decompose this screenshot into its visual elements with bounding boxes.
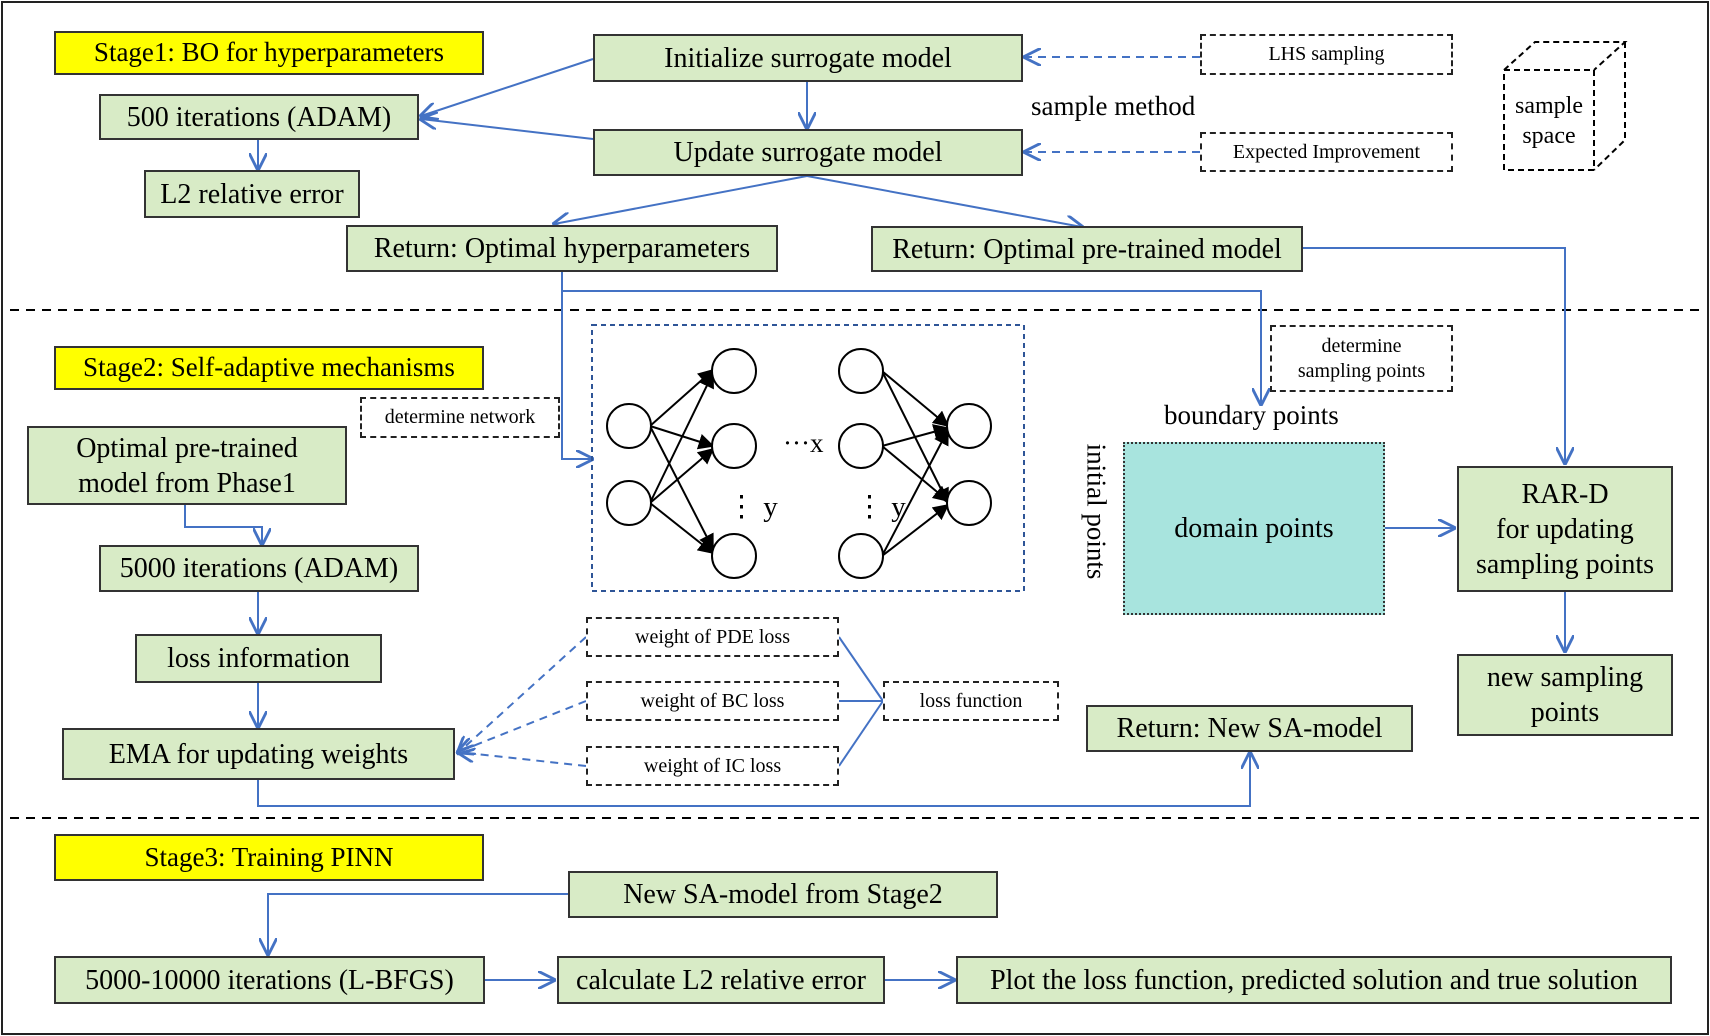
nn-ellipsis-y-label-1: ⋮ y	[727, 491, 778, 523]
update-to-hyper-arrow	[554, 175, 808, 224]
hyper-to-network-arrow	[561, 272, 592, 459]
adam-5000-box: 5000 iterations (ADAM)	[99, 545, 419, 592]
update-surrogate-box: Update surrogate model	[593, 129, 1023, 176]
determine-sampling-box: determine sampling points	[1270, 325, 1453, 392]
nn-neuron	[946, 480, 992, 526]
nn-edge	[649, 425, 714, 551]
stage2-title: Stage2: Self-adaptive mechanisms	[54, 346, 484, 390]
nn-edge	[881, 424, 950, 447]
pretrained-model-box: Optimal pre-trained model from Phase1	[27, 426, 347, 505]
sample-space-label: sample space	[1515, 93, 1583, 149]
calc-l2-box: calculate L2 relative error	[557, 956, 885, 1004]
nn-ellipsis-y-label-2: ⋮ y	[855, 491, 906, 523]
pretrained-to-adam-arrow	[184, 505, 262, 544]
stage1-connectors	[258, 57, 1565, 463]
return-hyperparameters-box: Return: Optimal hyperparameters	[346, 225, 778, 272]
stage3-connectors	[268, 893, 954, 980]
nn-edge	[649, 371, 714, 504]
nn-edge	[649, 368, 715, 427]
nn-neuron	[606, 403, 652, 449]
nn-edge	[881, 370, 950, 428]
network-panel	[591, 324, 1025, 592]
nn-edge	[649, 447, 715, 504]
init-surrogate-box: Initialize surrogate model	[593, 34, 1023, 82]
neural-network-diagram	[606, 348, 992, 579]
expected-improvement-box: Expected Improvement	[1200, 132, 1453, 172]
nn-ellipsis-x-label: ···x	[783, 428, 824, 458]
return-pretrained-box: Return: Optimal pre-trained model	[871, 226, 1303, 272]
determine-network-box: determine network	[360, 397, 560, 438]
return-sa-model-box: Return: New SA-model	[1086, 705, 1413, 752]
nn-edge	[881, 428, 949, 557]
new-sampling-points-box: new sampling points	[1457, 654, 1673, 736]
pde-to-loss-line	[838, 636, 884, 702]
adam-500-box: 500 iterations (ADAM)	[99, 94, 419, 140]
loss-function-box: loss function	[883, 681, 1059, 721]
ic-weight-arrow	[458, 752, 587, 767]
stage1-title: Stage1: BO for hyperparameters	[54, 31, 484, 75]
nn-neuron	[838, 423, 884, 469]
pde-weight-arrow	[458, 636, 587, 753]
ic-to-loss-line	[838, 700, 884, 767]
nn-edge	[649, 502, 715, 554]
nn-neuron	[838, 533, 884, 579]
nn-neuron	[711, 423, 757, 469]
nn-edge	[881, 504, 950, 557]
ema-weights-box: EMA for updating weights	[62, 728, 455, 780]
stage2-connectors	[184, 505, 1565, 807]
l2-error-box: L2 relative error	[144, 170, 360, 218]
sample-method-label: sample method	[1031, 91, 1196, 121]
pde-weight-box: weight of PDE loss	[586, 617, 839, 657]
initial-points-label: initial points	[1081, 443, 1112, 580]
update-to-adam-arrow	[421, 119, 594, 140]
domain-points-box: domain points	[1123, 442, 1385, 615]
loss-information-box: loss information	[135, 634, 382, 683]
update-to-pretrained-arrow	[806, 175, 1082, 227]
nn-neuron	[711, 348, 757, 394]
nn-neuron	[711, 533, 757, 579]
nn-neuron	[606, 480, 652, 526]
rar-d-box: RAR-D for updating sampling points	[1457, 466, 1673, 592]
stage3-title: Stage3: Training PINN	[54, 834, 484, 881]
plot-results-box: Plot the loss function, predicted soluti…	[956, 956, 1672, 1004]
ema-to-return-arrow	[257, 753, 1250, 807]
nn-neuron	[946, 403, 992, 449]
lbfgs-box: 5000-10000 iterations (L-BFGS)	[54, 956, 485, 1004]
sa-model-to-lbfgs-arrow	[268, 893, 568, 954]
lhs-sampling-box: LHS sampling	[1200, 34, 1453, 75]
bc-weight-arrow	[458, 700, 587, 752]
ic-weight-box: weight of IC loss	[586, 746, 839, 786]
nn-neuron	[838, 348, 884, 394]
nn-edge	[881, 445, 950, 503]
new-sa-model-box: New SA-model from Stage2	[568, 871, 998, 918]
boundary-points-label: boundary points	[1164, 400, 1339, 430]
init-to-adam-arrow	[421, 58, 594, 116]
cube-icon	[1503, 41, 1628, 171]
bc-weight-box: weight of BC loss	[586, 681, 839, 721]
hyper-to-boundary-arrow	[562, 290, 1261, 404]
pretrained-to-rard-arrow	[1303, 247, 1565, 463]
